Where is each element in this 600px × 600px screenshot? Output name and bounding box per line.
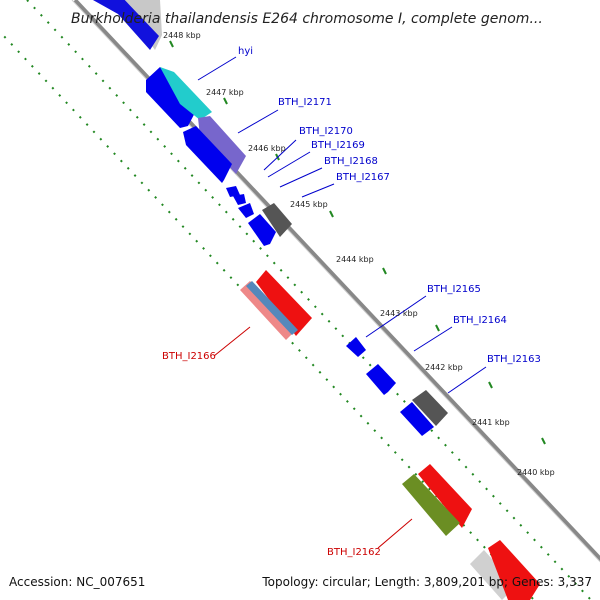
gene-BTH_I2164[interactable] [366, 364, 396, 395]
reverse-gene-labels: BTH_I2166 BTH_I2162 [162, 351, 381, 558]
accession-text: Accession: NC_007651 [9, 575, 145, 589]
gene-BTH_I2165[interactable] [346, 337, 366, 357]
gene-BTH_I2166[interactable] [240, 281, 296, 340]
outer-dotted-line [26, 0, 592, 600]
forward-strand-genes [84, 0, 540, 600]
gene-label-BTH_I2163[interactable]: BTH_I2163 [487, 354, 541, 365]
gene-label-hyi[interactable]: hyi [238, 46, 253, 57]
gene-label-BTH_I2171[interactable]: BTH_I2171 [278, 97, 332, 108]
tick-label-2447: 2447 kbp [206, 88, 244, 97]
gene-BTH_I2169[interactable] [233, 194, 246, 205]
gene-red-2162-adjacent[interactable] [418, 464, 472, 528]
gene-label-BTH_I2167[interactable]: BTH_I2167 [336, 172, 390, 183]
tick-label-2448: 2448 kbp [163, 31, 201, 40]
tick-label-2441: 2441 kbp [472, 418, 510, 427]
gene-BTH_I2166-overlay[interactable] [246, 281, 298, 335]
gene-label-BTH_I2169[interactable]: BTH_I2169 [311, 140, 365, 151]
gene-BTH_I2168[interactable] [238, 203, 254, 218]
gene-blue-top[interactable] [84, 0, 159, 50]
gene-hyi[interactable] [160, 67, 212, 120]
topology-summary-text: Topology: circular; Length: 3,809,201 bp… [261, 575, 592, 589]
gene-label-BTH_I2162[interactable]: BTH_I2162 [327, 547, 381, 558]
tick-label-2440: 2440 kbp [517, 468, 555, 477]
gene-BTH_I2167[interactable] [262, 203, 292, 237]
gene-BTH_I2162[interactable] [402, 474, 460, 536]
tick-label-2442: 2442 kbp [425, 363, 463, 372]
forward-label-connectors [197, 56, 487, 394]
forward-gene-labels: hyi BTH_I2171 BTH_I2170 BTH_I2169 BTH_I2… [238, 46, 541, 365]
gene-blue-hyi-adjacent[interactable] [146, 67, 198, 128]
tick-labels: 2448 kbp 2447 kbp 2446 kbp 2445 kbp 2444… [163, 31, 555, 477]
gene-red-2166-adjacent[interactable] [256, 270, 312, 336]
gene-label-BTH_I2164[interactable]: BTH_I2164 [453, 315, 507, 326]
gene-label-BTH_I2168[interactable]: BTH_I2168 [324, 156, 378, 167]
reverse-strand-genes [240, 270, 472, 536]
map-title: Burkholderia thailandensis E264 chromoso… [71, 11, 543, 27]
gene-blue-2446[interactable] [183, 126, 232, 183]
tick-label-2443: 2443 kbp [380, 309, 418, 318]
tick-label-2445: 2445 kbp [290, 200, 328, 209]
scale-ticks [169, 40, 546, 445]
gene-label-BTH_I2170[interactable]: BTH_I2170 [299, 126, 353, 137]
gene-blue-2163-adjacent[interactable] [400, 402, 434, 436]
gene-label-BTH_I2165[interactable]: BTH_I2165 [427, 284, 481, 295]
gene-red-bottom[interactable] [488, 540, 540, 600]
gene-BTH_I2170[interactable] [226, 186, 240, 197]
gene-blue-2167-adjacent[interactable] [248, 214, 276, 246]
tick-label-2446: 2446 kbp [248, 144, 286, 153]
gene-BTH_I2171[interactable] [198, 116, 246, 174]
gene-BTH_I2163[interactable] [412, 390, 448, 426]
reverse-label-connectors [213, 326, 413, 549]
tick-label-2444: 2444 kbp [336, 255, 374, 264]
gene-label-BTH_I2166[interactable]: BTH_I2166 [162, 351, 216, 362]
